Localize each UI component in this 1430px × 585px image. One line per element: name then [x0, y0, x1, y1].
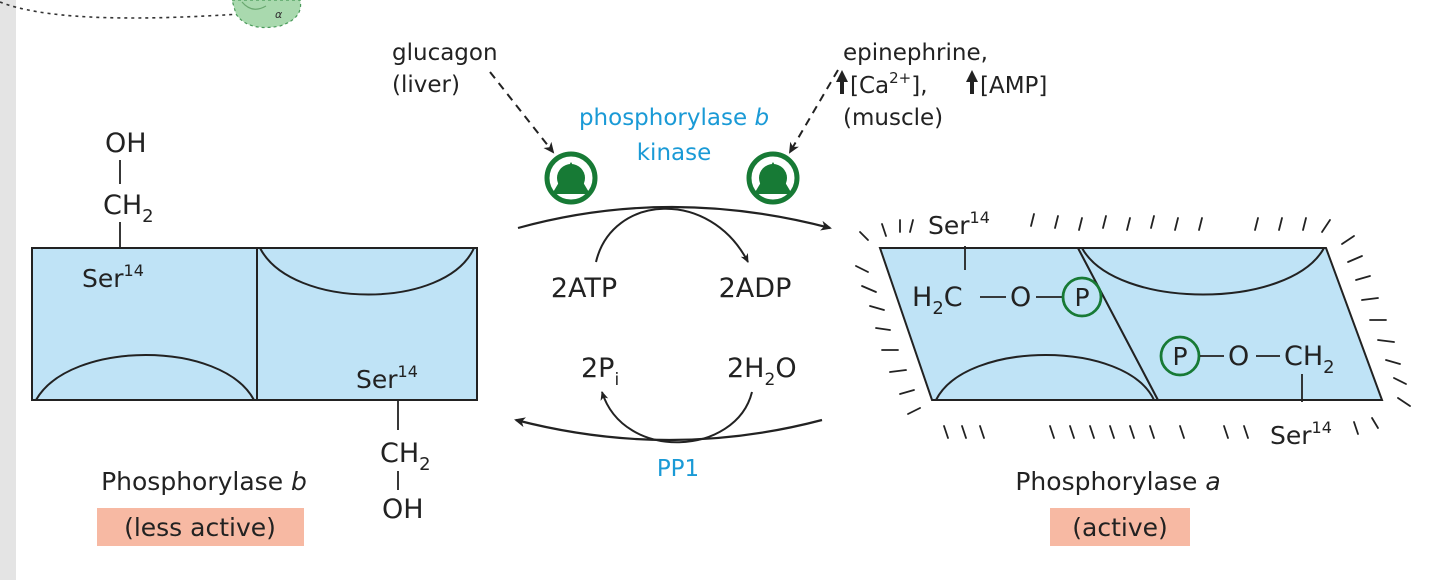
- glucagon-label: glucagon (liver): [392, 40, 498, 98]
- oxygen-label: O: [1010, 282, 1031, 313]
- oxygen-label: O: [1228, 341, 1249, 372]
- ser14-label: Ser14: [356, 362, 418, 394]
- pp1-label: PP1: [657, 456, 699, 482]
- water-pi-curve: [600, 391, 753, 444]
- atp-adp-curve: [595, 207, 749, 263]
- alpha-label: α: [275, 8, 283, 21]
- oh-label: OH: [382, 494, 424, 525]
- ch2-label: CH2: [1284, 341, 1335, 378]
- phosphate-group: P: [1061, 276, 1103, 318]
- activity-label: (less active): [124, 513, 276, 542]
- phosphorylation-arrow: [517, 205, 832, 231]
- svg-text:kinase: kinase: [637, 140, 712, 166]
- svg-text:[AMP]: [AMP]: [980, 73, 1047, 99]
- atp-label: 2ATP: [551, 273, 617, 304]
- phosphate-group: P: [1159, 335, 1201, 377]
- activity-highlight: [97, 508, 304, 546]
- enzyme-name: Phosphorylase b: [101, 467, 307, 496]
- binding-site-curve: [935, 354, 1155, 401]
- ser14-label: Ser14: [1270, 418, 1332, 450]
- binding-site-curve: [1081, 247, 1325, 296]
- dephosphorylation-arrow: [514, 417, 823, 442]
- corner-fragment: α: [0, 0, 302, 29]
- activity-ticks: [855, 213, 1411, 439]
- svg-text:glucagon: glucagon: [392, 40, 498, 66]
- ser14-label: Ser14: [928, 208, 990, 240]
- subunit-right: [1076, 247, 1384, 401]
- epinephrine-label: epinephrine, [Ca2+], [AMP] (muscle): [836, 40, 1047, 131]
- phosphorylase-a: Ser14 H2C O P P O CH2 Ser14 Phosphorylas…: [855, 208, 1411, 546]
- enzyme-name: Phosphorylase a: [1015, 467, 1220, 496]
- water-label: 2H2O: [727, 353, 797, 390]
- ser14-label: Ser14: [82, 261, 144, 293]
- oh-label: OH: [105, 128, 147, 159]
- epinephrine-dashed-arrow: [788, 69, 839, 154]
- ch2-label: CH2: [103, 190, 154, 227]
- calcium-increase: [Ca2+],: [836, 69, 928, 99]
- up-arrow-icon: [836, 70, 848, 94]
- activity-label: (active): [1072, 513, 1168, 542]
- kinase-icon: [746, 151, 800, 205]
- svg-text:(liver): (liver): [392, 72, 460, 98]
- binding-site-curve: [35, 354, 255, 401]
- svg-text:[Ca2+],: [Ca2+],: [850, 69, 928, 99]
- svg-text:P: P: [1074, 283, 1089, 312]
- binding-site-curve: [259, 247, 475, 296]
- svg-text:epinephrine,: epinephrine,: [843, 40, 988, 66]
- amp-increase: [AMP]: [966, 70, 1047, 99]
- subunit-right: [256, 247, 478, 401]
- pi-label: 2Pi: [581, 353, 619, 390]
- svg-text:P: P: [1172, 342, 1187, 371]
- glucagon-dashed-arrow: [489, 71, 555, 154]
- svg-text:(muscle): (muscle): [843, 105, 943, 131]
- kinase-icon: [544, 151, 598, 205]
- subunit-left: [31, 247, 258, 401]
- adp-label: 2ADP: [719, 273, 792, 304]
- kinase-label: phosphorylase b kinase: [579, 105, 769, 166]
- up-arrow-icon: [966, 70, 978, 94]
- margin-strip: [0, 0, 16, 580]
- h2c-label: H2C: [912, 282, 963, 319]
- ch2-label: CH2: [380, 438, 431, 475]
- activity-highlight: [1050, 508, 1190, 546]
- phosphorylase-b: OH CH2 Ser14 Ser14 CH2 OH Phosphorylase …: [31, 128, 478, 546]
- svg-text:phosphorylase b: phosphorylase b: [579, 105, 769, 131]
